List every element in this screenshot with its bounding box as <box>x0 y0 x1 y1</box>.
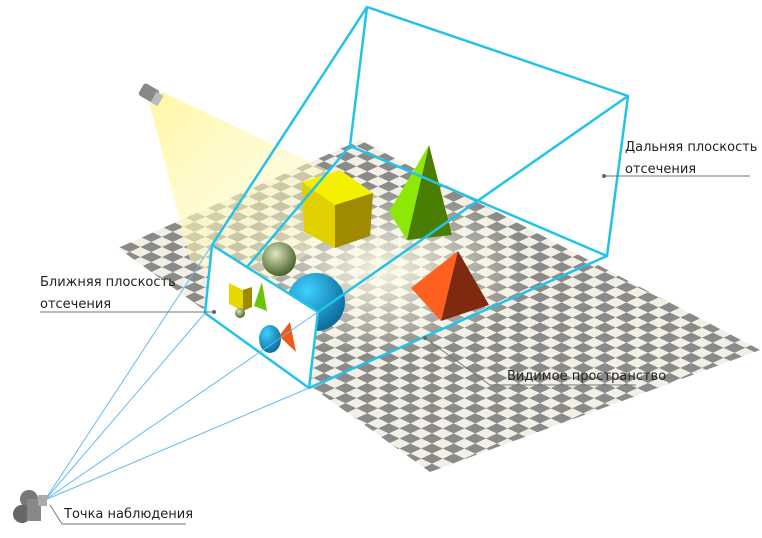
leader-lines <box>40 175 750 525</box>
visible-space-label: Видимое пространство <box>507 369 667 384</box>
near-plane-projection <box>229 282 296 353</box>
view-rays <box>44 244 319 501</box>
yellow-cube <box>302 170 373 248</box>
far-plane-label-line2: отсечения <box>625 162 697 177</box>
near-plane-label: Ближняя плоскость отсечения <box>40 272 176 316</box>
leader-dots <box>212 174 606 340</box>
far-plane-label-line1: Дальняя плоскость <box>625 140 758 155</box>
near-plane-label-line2: отсечения <box>40 297 112 312</box>
orange-pyramid <box>411 251 489 321</box>
near-clipping-plane <box>205 245 318 388</box>
melon-sphere <box>262 242 296 276</box>
light-cone <box>150 92 380 300</box>
far-plane-label: Дальняя плоскость отсечения <box>625 137 757 181</box>
green-pyramid <box>389 145 452 240</box>
near-plane-label-line1: Ближняя плоскость <box>40 275 176 290</box>
camera-icon <box>13 490 47 523</box>
viewpoint-label: Точка наблюдения <box>64 507 194 522</box>
spotlight-icon <box>138 83 164 107</box>
